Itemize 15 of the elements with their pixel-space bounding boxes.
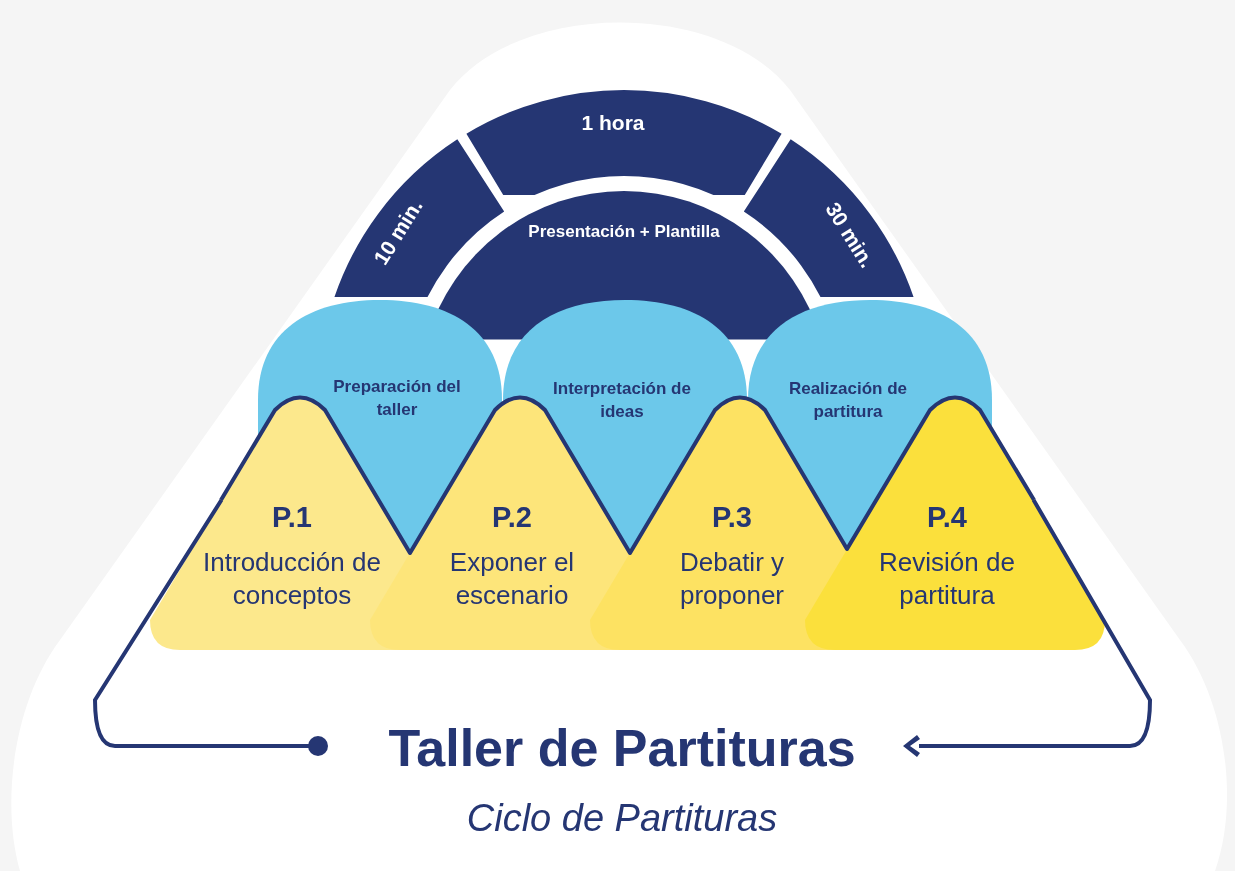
duration-label: 1 hora [580, 110, 646, 137]
title: Taller de Partituras [387, 718, 857, 779]
step-label: Exponer el escenario [448, 545, 576, 611]
step-number: P.3 [711, 500, 753, 536]
step-label: Introducción de conceptos [202, 545, 382, 611]
step-number: P.4 [926, 500, 968, 536]
step-label: Debatir y proponer [678, 545, 786, 611]
step-number: P.1 [271, 500, 313, 536]
tools-label: Presentación + Plantilla [527, 221, 721, 244]
subtitle: Ciclo de Partituras [465, 795, 779, 841]
step-label: Revisión de partitura [878, 545, 1016, 611]
phase-label: Interpretación de ideas [552, 377, 692, 423]
phase-label: Realización de partitura [787, 377, 909, 423]
step-number: P.2 [491, 500, 533, 536]
phase-label: Preparación del taller [332, 375, 462, 421]
